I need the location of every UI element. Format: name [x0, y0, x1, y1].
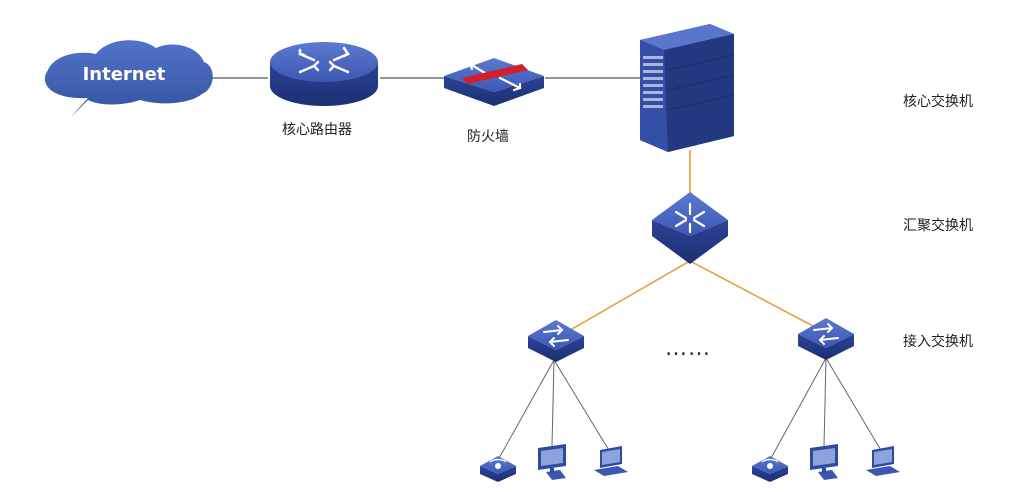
core-router-label: 核心路由器 — [282, 122, 352, 138]
desktop-pc-icon — [538, 444, 566, 480]
wireless-ap-icon — [752, 456, 788, 482]
internet-label: Internet — [83, 64, 166, 85]
link-access2-laptop — [825, 357, 883, 453]
switch-icon — [652, 192, 728, 264]
link-aggregation-access-2 — [691, 261, 829, 335]
access-switch-icon — [798, 318, 854, 360]
router-icon — [270, 42, 378, 106]
aggregation-switch-layer-label: 汇聚交换机 — [903, 218, 973, 234]
rack-server-icon — [640, 24, 735, 152]
cloud-icon: Internet — [44, 40, 213, 118]
links — [205, 77, 883, 461]
wireless-ap-icon — [480, 456, 516, 482]
link-aggregation-access-1 — [559, 261, 689, 337]
core-switch-layer-label: 核心交换机 — [903, 94, 973, 110]
more-switches-ellipsis: …… — [665, 336, 711, 361]
firewall-label: 防火墙 — [467, 129, 509, 145]
firewall-icon — [444, 58, 544, 106]
link-access2-ap — [769, 357, 827, 461]
access-switch-icon — [528, 320, 584, 362]
link-access2-pc — [823, 357, 827, 447]
link-access1-pc — [551, 359, 555, 447]
link-access1-ap — [497, 359, 555, 461]
access-switch-layer-label: 接入交换机 — [903, 334, 973, 350]
laptop-icon — [594, 446, 628, 476]
laptop-icon — [866, 446, 900, 476]
desktop-pc-icon — [810, 444, 838, 480]
link-access1-laptop — [553, 359, 611, 453]
